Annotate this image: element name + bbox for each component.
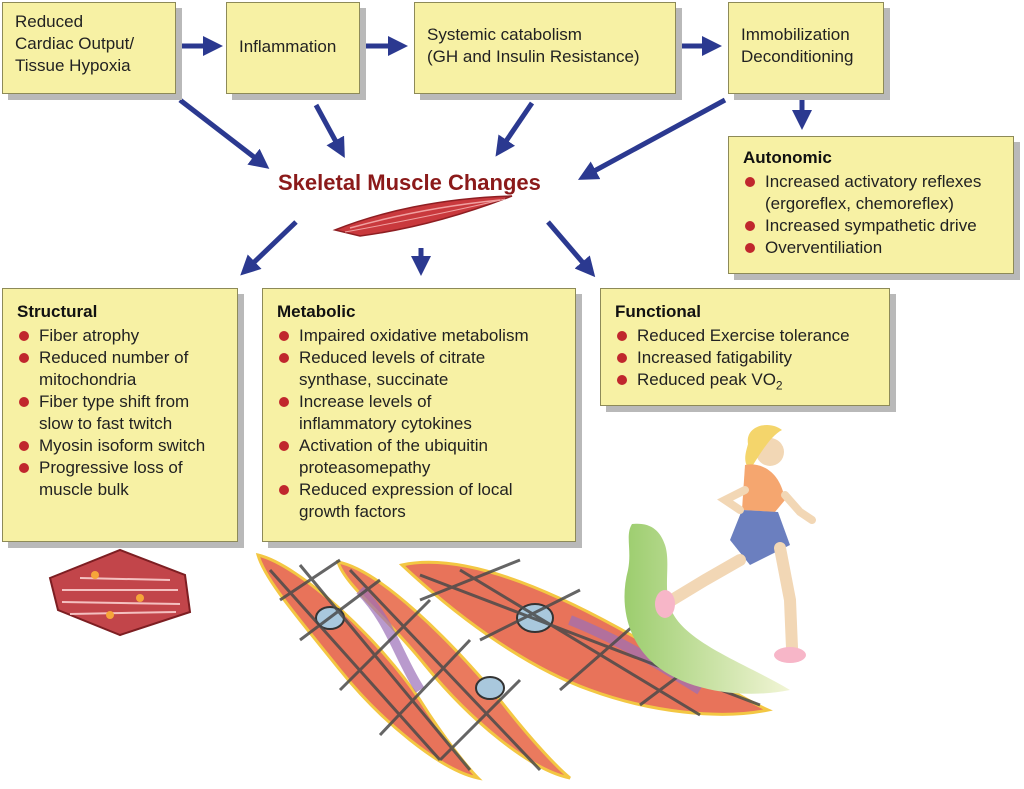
inflammation-box: Inflammation bbox=[226, 2, 360, 94]
list-item: Impaired oxidative metabolism bbox=[277, 325, 561, 347]
arrow-hypoxia-to-muscle bbox=[178, 98, 270, 169]
autonomic-title: Autonomic bbox=[743, 148, 832, 167]
list-item: Progressive loss of muscle bulk bbox=[17, 457, 223, 501]
arrow-inflammation-to-muscle bbox=[313, 103, 345, 159]
list-item: Increased activatory reflexes (ergorefle… bbox=[743, 171, 999, 215]
hypoxia-box: Reduced Cardiac Output/ Tissue Hypoxia bbox=[2, 2, 176, 94]
muscle-belly-illustration bbox=[332, 195, 513, 237]
item-text: Increased activatory reflexes bbox=[765, 172, 982, 191]
item-text: Increased sympathetic drive bbox=[765, 216, 977, 235]
autonomic-list: Increased activatory reflexes (ergorefle… bbox=[743, 171, 999, 259]
list-item: Reduced Exercise tolerance bbox=[615, 325, 875, 347]
item-text: Myosin isoform switch bbox=[39, 436, 206, 455]
fiber-bundle-illustration bbox=[48, 548, 192, 637]
immobilization-box: Immobilization Deconditioning bbox=[728, 2, 884, 94]
item-text: inflammatory cytokines bbox=[299, 414, 472, 433]
item-text: Overventiliation bbox=[765, 238, 883, 257]
item-text: Activation of the ubiquitin bbox=[299, 436, 489, 455]
metabolic-title: Metabolic bbox=[277, 302, 356, 321]
list-item: Activation of the ubiquitin proteasomepa… bbox=[277, 435, 561, 479]
item-text: Fiber type shift from bbox=[39, 392, 190, 411]
item-text: Reduced number of bbox=[39, 348, 189, 367]
list-item: Myosin isoform switch bbox=[17, 435, 223, 457]
runner-illustration bbox=[624, 424, 816, 694]
item-text: Reduced peak VO bbox=[637, 370, 776, 389]
center-title: Skeletal Muscle Changes bbox=[278, 170, 541, 195]
subscript-two: 2 bbox=[775, 378, 783, 393]
item-text: Reduced expression of local bbox=[299, 480, 513, 499]
list-item: Reduced expression of local growth facto… bbox=[277, 479, 561, 523]
item-text: proteasomepathy bbox=[299, 458, 431, 477]
immobilization-line-2: Deconditioning bbox=[741, 47, 854, 66]
inflammation-label: Inflammation bbox=[239, 37, 337, 56]
immobilization-line-1: Immobilization bbox=[741, 25, 850, 44]
autonomic-box: Autonomic Increased activatory reflexes … bbox=[728, 136, 1014, 274]
hypoxia-line-3: Tissue Hypoxia bbox=[15, 56, 131, 75]
item-text: growth factors bbox=[299, 502, 406, 521]
item-text: Impaired oxidative metabolism bbox=[299, 326, 529, 345]
structural-list: Fiber atrophy Reduced number of mitochon… bbox=[17, 325, 223, 501]
catabolism-box: Systemic catabolism (GH and Insulin Resi… bbox=[414, 2, 676, 94]
catabolism-line-2: (GH and Insulin Resistance) bbox=[427, 47, 640, 66]
item-text: Reduced levels of citrate bbox=[299, 348, 486, 367]
item-text: (ergoreflex, chemoreflex) bbox=[765, 194, 954, 213]
list-item: Reduced levels of citrate synthase, succ… bbox=[277, 347, 561, 391]
list-item: Fiber atrophy bbox=[17, 325, 223, 347]
item-text: Progressive loss of bbox=[39, 458, 183, 477]
list-item: Increase levels of inflammatory cytokine… bbox=[277, 391, 561, 435]
hypoxia-line-1: Reduced bbox=[15, 12, 84, 31]
list-item: Increased sympathetic drive bbox=[743, 215, 999, 237]
flow-arrows bbox=[178, 36, 812, 278]
functional-list: Reduced Exercise tolerance Increased fat… bbox=[615, 325, 875, 396]
metabolic-box: Metabolic Impaired oxidative metabolism … bbox=[262, 288, 576, 542]
item-text: slow to fast twitch bbox=[39, 414, 173, 433]
arrow-muscle-to-functional bbox=[546, 220, 596, 278]
arrow-immobilization-to-muscle bbox=[577, 97, 727, 180]
structural-box: Structural Fiber atrophy Reduced number … bbox=[2, 288, 238, 542]
item-text: Increased fatigability bbox=[637, 348, 792, 367]
item-text: muscle bulk bbox=[39, 480, 129, 499]
functional-box: Functional Reduced Exercise tolerance In… bbox=[600, 288, 890, 406]
item-text: mitochondria bbox=[39, 370, 137, 389]
catabolism-line-1: Systemic catabolism bbox=[427, 25, 582, 44]
list-item: Reduced peak VO2 bbox=[615, 369, 875, 396]
list-item: Fiber type shift from slow to fast twitc… bbox=[17, 391, 223, 435]
list-item: Increased fatigability bbox=[615, 347, 875, 369]
list-item: Reduced number of mitochondria bbox=[17, 347, 223, 391]
functional-title: Functional bbox=[615, 302, 701, 321]
item-text: Fiber atrophy bbox=[39, 326, 140, 345]
hypoxia-line-2: Cardiac Output/ bbox=[15, 34, 135, 53]
metabolic-list: Impaired oxidative metabolism Reduced le… bbox=[277, 325, 561, 523]
arrow-catabolism-to-muscle bbox=[495, 101, 535, 157]
arrow-muscle-to-structural bbox=[240, 220, 298, 276]
item-text: Increase levels of bbox=[299, 392, 432, 411]
list-item: Overventiliation bbox=[743, 237, 999, 259]
item-text: synthase, succinate bbox=[299, 370, 449, 389]
item-text: Reduced Exercise tolerance bbox=[637, 326, 850, 345]
structural-title: Structural bbox=[17, 302, 98, 321]
